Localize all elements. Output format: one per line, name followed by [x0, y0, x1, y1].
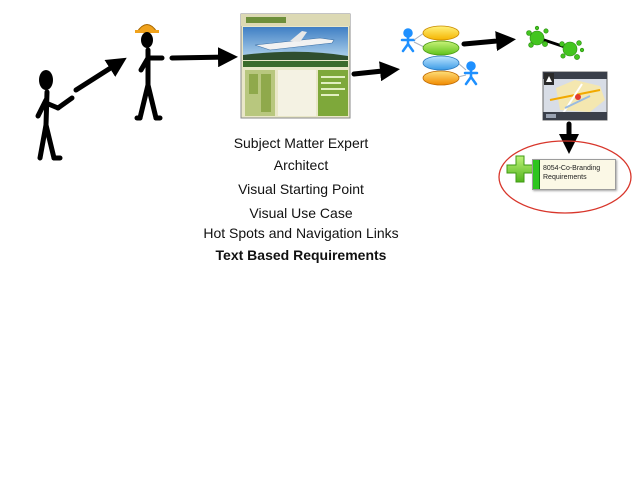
requirement-card-text: 8054-Co-Branding Requirements: [543, 165, 601, 181]
stick-figure-architect: [134, 24, 165, 121]
gps-map-icon: [542, 71, 608, 121]
label-hot-spots: Hot Spots and Navigation Links: [203, 225, 399, 241]
arrow-screenshot-to-use-case: [351, 61, 400, 82]
label-architect: Architect: [273, 157, 329, 173]
label-visual-starting-point: Visual Starting Point: [238, 181, 364, 197]
arrow-architect-to-screenshot: [169, 47, 238, 68]
requirement-card-accent: [533, 160, 540, 189]
label-subject-matter-expert: Subject Matter Expert: [233, 135, 369, 151]
splat-link-icon: [526, 25, 585, 60]
highlight-ellipse: [498, 140, 632, 214]
use-case-diagram-icon: [400, 25, 479, 86]
arrow-use-case-to-links: [461, 31, 516, 52]
label-visual-use-case: Visual Use Case: [249, 205, 353, 221]
stick-figure-expert: [35, 70, 75, 161]
arrow-expert-to-architect: [73, 57, 127, 93]
requirement-card: 8054-Co-Branding Requirements: [532, 159, 616, 190]
website-screenshot-icon: [240, 13, 351, 119]
label-text-requirements: Text Based Requirements: [215, 247, 387, 263]
